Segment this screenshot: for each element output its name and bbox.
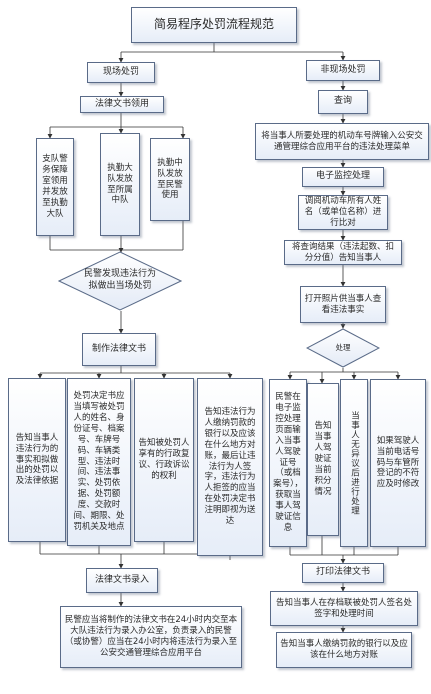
pay-text: 告知当事人缴纳罚款的银行以及应该在什么地方对账 (280, 639, 408, 660)
detail-decision-content-text: 处罚决定书应当填写被处罚人的姓名、身份证号、档案号、车牌号码、车辆类型、违法时间… (73, 391, 125, 532)
onsite-penalty-label: 现场处罚 (102, 66, 139, 77)
query-box: 查询 (318, 90, 368, 114)
page-title: 简易程序处罚流程规范 (131, 7, 297, 43)
option-points-box: 告知当事人驾驶证当前积分情况 (307, 383, 339, 536)
decision-diamond: 民警发现违法行为拟做出当场处罚 (58, 251, 182, 311)
final-entry-box: 民警应当将制作的法律文书在24小时内交至本大队违法行为录入办公室，负责录入的民警… (60, 606, 242, 668)
unit-box-squadron: 执勤中队发放至民警使用 (150, 138, 190, 221)
print-doc-label: 打印法律文书 (315, 567, 370, 578)
option-license-text: 民警在电子监控处理页面输入当事人驾驶证号（或档案号），获取当事人驾驶证信息 (273, 392, 303, 533)
retrieve-owner-box: 调阅机动车所有人姓名（或单位名称）进行比对 (298, 195, 388, 230)
detail-decision-content: 处罚决定书应当填写被处罚人的姓名、身份证号、档案号、车牌号码、车辆类型、违法时间… (67, 378, 131, 546)
option-phone-box: 如果驾驶人当前电话号码与车管所登记的不符应及时修改 (370, 379, 426, 547)
inform-result-text: 将查询结果（违法起数、扣分分值）告知当事人 (291, 241, 394, 263)
final-entry-text: 民警应当将制作的法律文书在24小时内交至本大队违法行为录入办公室，负责录入的民警… (64, 615, 238, 658)
page-title-text: 简易程序处罚流程规范 (153, 17, 274, 32)
option-phone-text: 如果驾驶人当前电话号码与车管所登记的不符应及时修改 (376, 435, 420, 490)
sign-text: 告知当事人在存档联被处罚人签名处签字和处理时间 (275, 597, 412, 619)
print-doc-box: 打印法律文书 (302, 563, 384, 583)
detail-payment-sign: 告知违法行为人缴纳罚款的银行以及应该在什么地方对账，最后让违法行为人签字，违法行… (197, 378, 263, 556)
offsite-penalty-label: 非现场处罚 (320, 64, 366, 75)
open-photos-box: 打开照片供当事人查看违法事实 (300, 286, 386, 323)
input-plate-box: 将当事人所要处理的机动车号牌输入公安交通管理综合应用平台的违法处理菜单 (255, 123, 429, 160)
option-points-text: 告知当事人驾驶证当前积分情况 (314, 421, 332, 497)
electronic-monitor-label: 电子监控处理 (315, 171, 370, 182)
unit-detachment-text: 支队警务保障室领用并发放至执勤大队 (42, 154, 68, 219)
detail-inform-facts-text: 告知当事人违法行为的事实和拟做出的处罚以及法律依据 (15, 432, 59, 487)
offsite-penalty-box: 非现场处罚 (306, 60, 380, 81)
doc-entry-box: 法律文书录入 (86, 568, 158, 593)
unit-brigade-text: 执勤大队发放至所属中队 (107, 162, 133, 206)
doc-claim-box: 法律文书领用 (80, 96, 164, 113)
detail-rights-text: 告知被处罚人享有的行政复议、行政诉讼的权利 (138, 438, 190, 481)
sign-box: 告知当事人在存档联被处罚人签名处签字和处理时间 (270, 591, 418, 626)
detail-rights: 告知被处罚人享有的行政复议、行政诉讼的权利 (134, 378, 194, 542)
option-license-box: 民警在电子监控处理页面输入当事人驾驶证号（或档案号），获取当事人驾驶证信息 (269, 379, 307, 547)
unit-squadron-text: 执勤中队发放至民警使用 (157, 157, 183, 201)
inform-result-box: 将查询结果（违法起数、扣分分值）告知当事人 (284, 240, 402, 265)
electronic-monitor-box: 电子监控处理 (302, 167, 384, 187)
query-label: 查询 (333, 96, 352, 107)
onsite-penalty-box: 现场处罚 (87, 62, 155, 83)
retrieve-owner-text: 调阅机动车所有人姓名（或单位名称）进行比对 (304, 196, 382, 228)
pay-box: 告知当事人缴纳罚款的银行以及应该在什么地方对账 (276, 632, 412, 668)
doc-claim-label: 法律文书领用 (94, 98, 149, 109)
detail-payment-sign-text: 告知违法行为人缴纳罚款的银行以及应该在什么地方对账，最后让违法行为人签字，违法行… (204, 407, 256, 526)
make-doc-box: 制作法律文书 (82, 333, 156, 366)
doc-entry-label: 法律文书录入 (94, 574, 149, 585)
decision-text: 民警发现违法行为拟做出当场处罚 (84, 269, 157, 291)
process-text: 处理 (335, 343, 351, 353)
open-photos-text: 打开照片供当事人查看违法事实 (304, 293, 382, 315)
unit-box-brigade: 执勤大队发放至所属中队 (100, 133, 140, 236)
option-no-objection-text: 当事人无异议后进行处理 (349, 410, 360, 516)
make-doc-label: 制作法律文书 (91, 343, 146, 354)
unit-box-detachment: 支队警务保障室领用并发放至执勤大队 (36, 138, 74, 236)
input-plate-text: 将当事人所要处理的机动车号牌输入公安交通管理综合应用平台的违法处理菜单 (261, 130, 423, 152)
option-no-objection-box: 当事人无异议后进行处理 (340, 379, 368, 547)
detail-inform-facts: 告知当事人违法行为的事实和拟做出的处罚以及法律依据 (8, 378, 66, 542)
process-diamond: 处理 (306, 328, 380, 368)
